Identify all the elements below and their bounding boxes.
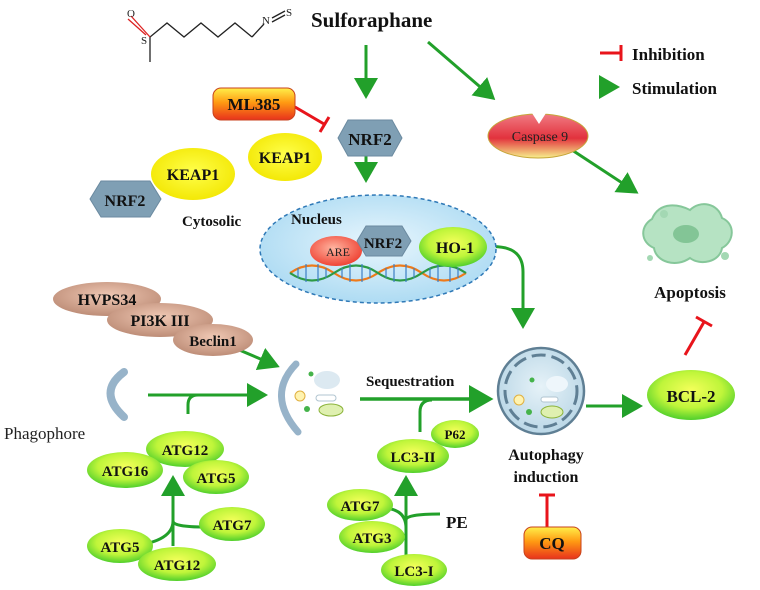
- connector-atg12-complex: [186, 393, 199, 414]
- p62-ellipse: [431, 420, 479, 448]
- apoptosis-label: Apoptosis: [654, 283, 726, 302]
- keap1-left-label: KEAP1: [167, 167, 219, 184]
- nrf2-nucleus-label: NRF2: [364, 236, 402, 252]
- beclin1-ellipse: [173, 324, 253, 356]
- atg3-ellipse: [339, 521, 405, 553]
- atg7-left-ellipse: [199, 507, 265, 541]
- caspase9-label: Caspase 9: [512, 130, 568, 145]
- molecule-atom-o: O: [127, 8, 135, 20]
- connector-atg5-atg7: [132, 520, 206, 548]
- autophagy-label: Autophagy: [508, 447, 584, 464]
- inhibit-ml385-to-nrf2: [294, 105, 325, 126]
- ho1-ellipse: [419, 227, 487, 267]
- phagophore-shape: [106, 368, 128, 421]
- arrow-beclin1-to-autophagosome: [236, 347, 280, 371]
- legend-inhibition-icon: [600, 45, 623, 61]
- connector-pe: [404, 512, 441, 521]
- atg7-left-label: ATG7: [213, 518, 252, 534]
- inhibition-arrows: [294, 105, 713, 527]
- pi3k-label: PI3K III: [130, 313, 189, 330]
- autophagosome-icon: [496, 346, 586, 436]
- atg5-left-ellipse: [87, 529, 153, 563]
- nrf2-left-label: NRF2: [105, 193, 146, 210]
- atg12-bottom-ellipse: [138, 547, 216, 581]
- bcl2-ellipse: [647, 370, 735, 420]
- atg12-top-ellipse: [146, 431, 224, 467]
- induction-label: induction: [514, 469, 579, 486]
- apoptotic-cell-icon: [642, 203, 733, 264]
- legend-inhibition-label: Inhibition: [632, 45, 705, 64]
- atg5-left-label: ATG5: [101, 540, 140, 556]
- atg7-mid-ellipse: [327, 489, 393, 521]
- atg5-right-ellipse: [183, 460, 249, 494]
- pe-label: PE: [446, 513, 468, 532]
- are-label: ARE: [326, 245, 350, 259]
- keap1-left-ellipse: [151, 148, 235, 200]
- p62-label: P62: [445, 427, 466, 442]
- phagophore-label: Phagophore: [4, 424, 85, 443]
- nucleus-label: Nucleus: [291, 212, 342, 228]
- are-ellipse: [310, 236, 362, 266]
- lc3i-label: LC3-I: [394, 564, 433, 580]
- dna-helix-icon: [289, 264, 467, 282]
- hvps34-label: HVPS34: [78, 292, 137, 309]
- molecule-atom-n: N: [262, 15, 270, 27]
- forming-autophagosome-icon: [278, 360, 344, 436]
- sulforaphane-molecule: [127, 10, 286, 62]
- page-title: Sulforaphane: [311, 8, 432, 32]
- atg7-mid-label: ATG7: [341, 499, 380, 515]
- lc3ii-label: LC3-II: [390, 450, 435, 466]
- atg12-bottom-label: ATG12: [154, 558, 200, 574]
- legend: Inhibition Stimulation: [599, 45, 718, 99]
- atg12-top-label: ATG12: [162, 443, 208, 459]
- caspase9-shape: [487, 110, 589, 159]
- nrf2-top-hexagon: [337, 119, 403, 157]
- cq-label: CQ: [539, 534, 565, 553]
- keap1-right-label: KEAP1: [259, 150, 311, 167]
- atg3-label: ATG3: [353, 531, 392, 547]
- keap1-right-ellipse: [248, 133, 322, 181]
- nrf2-left-hexagon: [89, 180, 162, 218]
- arrow-sulforaphane-to-caspase9: [427, 40, 496, 100]
- molecule-atom-s: S: [141, 35, 147, 47]
- sequestration-label: Sequestration: [366, 374, 455, 390]
- beclin1-label: Beclin1: [189, 334, 237, 350]
- stimulation-arrows: [132, 40, 643, 556]
- bcl2-label: BCL-2: [666, 387, 715, 406]
- ml385-box: [212, 87, 296, 121]
- connector-lc3ii: [418, 398, 433, 432]
- cq-box: [523, 526, 582, 560]
- nrf2-nucleus-hexagon: [356, 225, 412, 257]
- cytosolic-label: Cytosolic: [182, 214, 242, 230]
- legend-stimulation-label: Stimulation: [632, 79, 718, 98]
- inhibit-bcl2-to-apoptosis: [683, 321, 706, 356]
- lc3ii-ellipse: [377, 439, 449, 473]
- ho1-label: HO-1: [436, 240, 474, 257]
- arrow-caspase9-to-apoptosis: [571, 148, 639, 194]
- atg16-ellipse: [87, 452, 163, 488]
- nrf2-top-label: NRF2: [348, 130, 391, 149]
- atg5-right-label: ATG5: [197, 471, 236, 487]
- atg16-label: ATG16: [102, 464, 149, 480]
- lc3i-ellipse: [381, 554, 447, 586]
- molecule-atom-s2: S: [286, 7, 292, 19]
- ml385-label: ML385: [228, 95, 281, 114]
